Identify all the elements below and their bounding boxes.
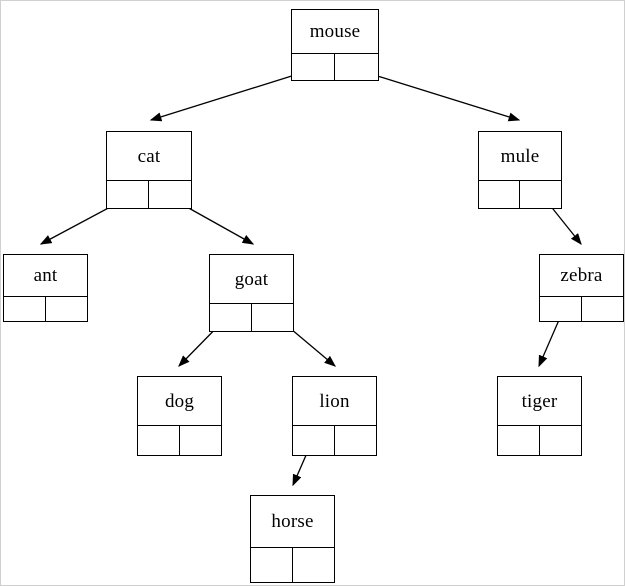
tree-node-lion[interactable]: lion xyxy=(292,376,377,456)
node-right-pointer-goat[interactable] xyxy=(252,304,294,331)
node-left-pointer-mule[interactable] xyxy=(479,181,520,208)
node-right-pointer-cat[interactable] xyxy=(149,181,191,208)
node-label-mouse: mouse xyxy=(309,21,361,42)
tree-edge-mouse-mule xyxy=(354,68,521,122)
node-label-horse: horse xyxy=(271,511,314,532)
node-left-pointer-ant[interactable] xyxy=(4,297,46,321)
node-label-ant: ant xyxy=(33,265,58,286)
node-left-pointer-cat[interactable] xyxy=(107,181,149,208)
tree-edge-mouse-cat xyxy=(149,68,315,122)
node-right-pointer-horse[interactable] xyxy=(293,548,335,582)
node-left-pointer-goat[interactable] xyxy=(210,304,252,331)
tree-node-mouse[interactable]: mouse xyxy=(291,9,379,81)
tree-node-tiger[interactable]: tiger xyxy=(497,376,582,456)
node-pointers-horse xyxy=(251,547,334,582)
node-left-pointer-tiger[interactable] xyxy=(498,426,540,455)
node-label-tiger: tiger xyxy=(521,390,558,412)
node-pointers-ant xyxy=(4,296,87,321)
tree-node-horse[interactable]: horse xyxy=(250,495,335,583)
tree-node-dog[interactable]: dog xyxy=(137,376,222,456)
node-left-pointer-lion[interactable] xyxy=(293,426,335,455)
node-left-pointer-horse[interactable] xyxy=(251,548,293,582)
node-right-pointer-zebra[interactable] xyxy=(582,297,624,321)
node-left-pointer-mouse[interactable] xyxy=(292,54,335,80)
node-pointers-cat xyxy=(107,180,191,208)
tree-node-mule[interactable]: mule xyxy=(478,131,562,209)
node-label-cat: cat xyxy=(137,145,161,167)
node-label-zebra: zebra xyxy=(560,265,603,286)
node-pointers-goat xyxy=(210,303,293,331)
node-pointers-dog xyxy=(138,425,221,455)
node-right-pointer-dog[interactable] xyxy=(180,426,222,455)
node-right-pointer-ant[interactable] xyxy=(46,297,88,321)
tree-node-cat[interactable]: cat xyxy=(106,131,192,209)
node-pointers-lion xyxy=(293,425,376,455)
node-left-pointer-dog[interactable] xyxy=(138,426,180,455)
tree-node-goat[interactable]: goat xyxy=(209,254,294,332)
node-label-goat: goat xyxy=(234,268,269,290)
node-pointers-zebra xyxy=(540,296,623,321)
node-right-pointer-lion[interactable] xyxy=(335,426,377,455)
node-pointers-tiger xyxy=(498,425,581,455)
node-label-lion: lion xyxy=(319,390,350,412)
tree-node-ant[interactable]: ant xyxy=(3,254,88,322)
node-left-pointer-zebra[interactable] xyxy=(540,297,582,321)
node-pointers-mouse xyxy=(292,53,378,80)
tree-node-zebra[interactable]: zebra xyxy=(539,254,624,322)
node-right-pointer-tiger[interactable] xyxy=(540,426,582,455)
node-right-pointer-mouse[interactable] xyxy=(335,54,378,80)
node-label-mule: mule xyxy=(500,145,540,167)
node-pointers-mule xyxy=(479,180,561,208)
node-right-pointer-mule[interactable] xyxy=(520,181,561,208)
node-label-dog: dog xyxy=(164,390,195,412)
